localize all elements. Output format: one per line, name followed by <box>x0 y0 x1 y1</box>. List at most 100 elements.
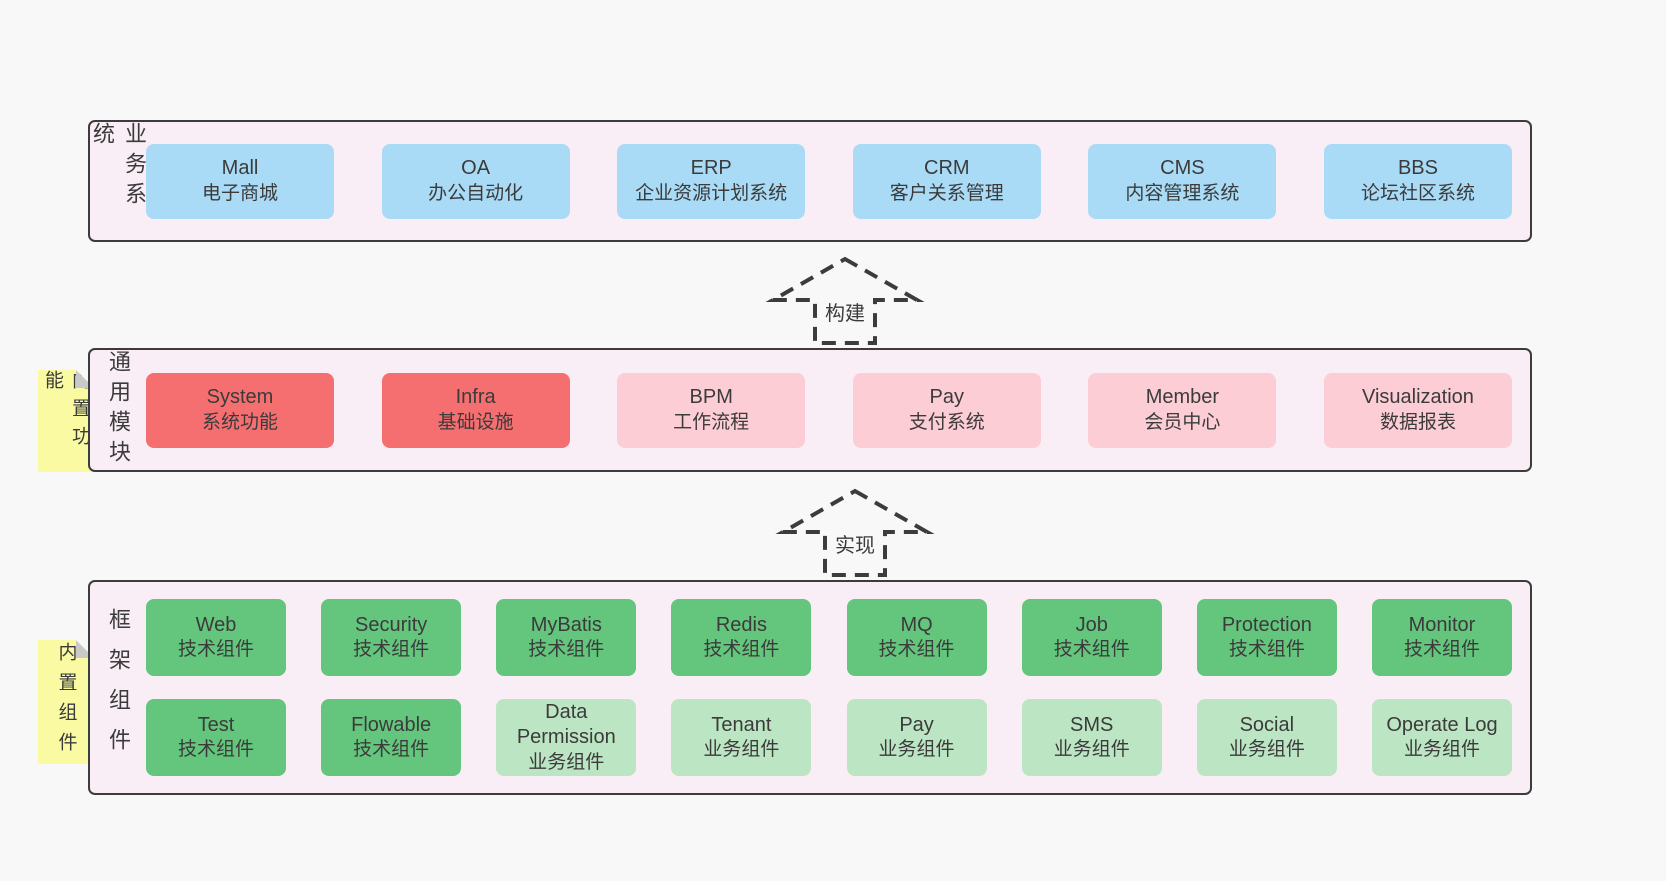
box-subtitle: 技术组件 <box>1228 639 1305 661</box>
box-title: Pay <box>899 713 934 736</box>
box-title: Operate Log <box>1386 713 1498 736</box>
build-arrow-label: 构建 <box>825 302 865 325</box>
box-title: Mall <box>221 157 259 180</box>
module-box-redis: Redis 技术组件 <box>671 599 812 676</box>
box-subtitle: 技术组件 <box>1403 639 1480 661</box>
box-subtitle: 技术组件 <box>177 639 254 661</box>
box-title: SMS <box>1070 713 1114 736</box>
box-subtitle: 技术组件 <box>1053 639 1130 661</box>
module-box-social: Social 业务组件 <box>1196 699 1337 776</box>
module-box-mq: MQ 技术组件 <box>846 599 987 676</box>
note-built-in-features: 内置功能 <box>38 370 94 472</box>
box-subtitle: 业务组件 <box>703 739 780 761</box>
box-title: Tenant <box>711 713 772 736</box>
box-subtitle: 业务组件 <box>528 751 605 773</box>
implement-arrow-label: 实现 <box>835 534 875 557</box>
note-built-in-features-label: 内置功能 <box>42 370 90 454</box>
module-box-sms: SMS 业务组件 <box>1021 699 1162 776</box>
box-title: Redis <box>715 613 767 636</box>
box-subtitle: 系统功能 <box>201 411 278 433</box>
box-subtitle: 工作流程 <box>673 411 750 433</box>
box-title: Pay <box>929 386 965 409</box>
box-subtitle: 支付系统 <box>908 411 985 433</box>
box-subtitle: 技术组件 <box>878 639 955 661</box>
build-arrow-icon: 构建 <box>765 256 925 345</box>
module-box-monitor: Monitor 技术组件 <box>1371 599 1512 676</box>
box-title: System <box>206 386 274 409</box>
box-subtitle: 技术组件 <box>703 639 780 661</box>
box-subtitle: 数据报表 <box>1379 411 1456 433</box>
box-title: ERP <box>690 157 732 180</box>
box-title: MQ <box>900 613 933 636</box>
box-subtitle: 论坛社区系统 <box>1360 182 1475 204</box>
box-subtitle: 技术组件 <box>353 639 430 661</box>
box-title: Visualization <box>1362 386 1474 409</box>
box-subtitle: 办公自动化 <box>428 182 524 204</box>
module-box-pay: Pay 业务组件 <box>846 699 987 776</box>
box-title: Web <box>195 613 237 636</box>
box-title: BPM <box>689 386 733 409</box>
arrow-label-background <box>817 299 873 327</box>
box-title: Flowable <box>351 713 432 736</box>
up-arrow-outline <box>775 488 935 577</box>
module-box-web: Web 技术组件 <box>146 599 286 676</box>
box-title: Job <box>1075 613 1108 636</box>
box-title: CRM <box>924 157 970 180</box>
box-title: BBS <box>1397 157 1438 180</box>
box-title: Monitor <box>1408 613 1476 636</box>
layer-label-common-modules: 通用模块 <box>106 350 131 470</box>
box-subtitle: 电子商城 <box>201 182 278 204</box>
note-built-in-components: 内置组件 <box>38 640 94 764</box>
box-title: Protection <box>1221 613 1312 636</box>
module-box-tenant: Tenant 业务组件 <box>671 699 812 776</box>
box-title: Social <box>1239 713 1295 736</box>
box-subtitle: 业务组件 <box>1228 739 1305 761</box>
box-subtitle: 内容管理系统 <box>1125 182 1240 204</box>
box-subtitle: 基础设施 <box>437 411 514 433</box>
box-subtitle: 业务组件 <box>1403 739 1480 761</box>
box-subtitle: 技术组件 <box>177 739 254 761</box>
box-title: MyBatis <box>530 613 602 636</box>
box-title: OA <box>461 157 491 180</box>
box-subtitle: 业务组件 <box>1053 739 1130 761</box>
box-title: CMS <box>1160 157 1205 180</box>
box-subtitle: 会员中心 <box>1144 411 1221 433</box>
box-title: Data Permission <box>516 700 616 749</box>
module-box-security: Security 技术组件 <box>321 599 462 676</box>
box-subtitle: 业务组件 <box>878 739 955 761</box>
arrow-label-background <box>827 531 883 559</box>
box-title: Infra <box>455 386 496 409</box>
box-title: Security <box>355 613 428 636</box>
module-box-protection: Protection 技术组件 <box>1196 599 1337 676</box>
box-title: Member <box>1145 386 1220 409</box>
box-subtitle: 客户关系管理 <box>889 182 1004 204</box>
note-built-in-components-label: 内置组件 <box>55 642 77 762</box>
module-box-operate-log: Operate Log 业务组件 <box>1371 699 1512 776</box>
